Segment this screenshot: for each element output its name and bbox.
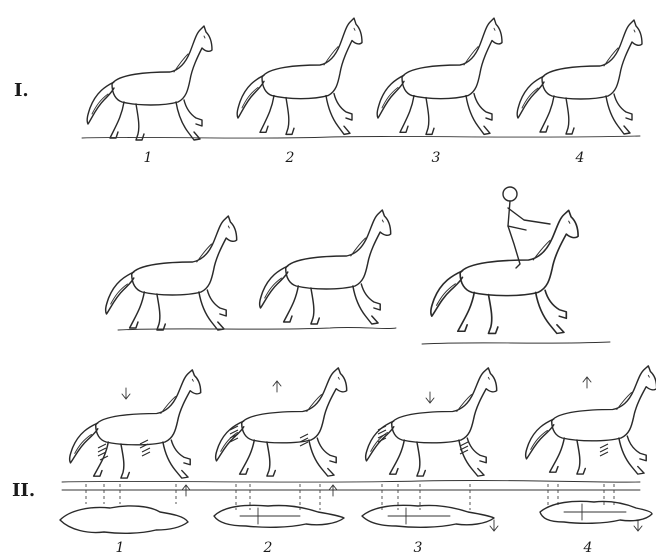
row2-ridden-horse — [431, 210, 578, 333]
row3-arrows — [122, 377, 642, 531]
row1-horse-1 — [87, 26, 212, 140]
row2-horse-left — [106, 216, 237, 330]
row1-ground — [82, 136, 640, 138]
row2-horse-middle — [260, 210, 391, 324]
row1-horse-3 — [377, 18, 502, 134]
row3-horse-3 — [366, 368, 497, 476]
projection-lines — [86, 484, 614, 510]
row2-ground-right — [422, 342, 610, 344]
row3-horse-1 — [70, 370, 201, 478]
row3-body-silhouettes — [60, 501, 652, 533]
row3-ground — [62, 480, 640, 482]
row1-horse-4 — [517, 20, 642, 134]
row1-horse-2 — [237, 18, 362, 134]
rider-figure — [503, 187, 550, 268]
row3-horse-2 — [216, 368, 347, 476]
